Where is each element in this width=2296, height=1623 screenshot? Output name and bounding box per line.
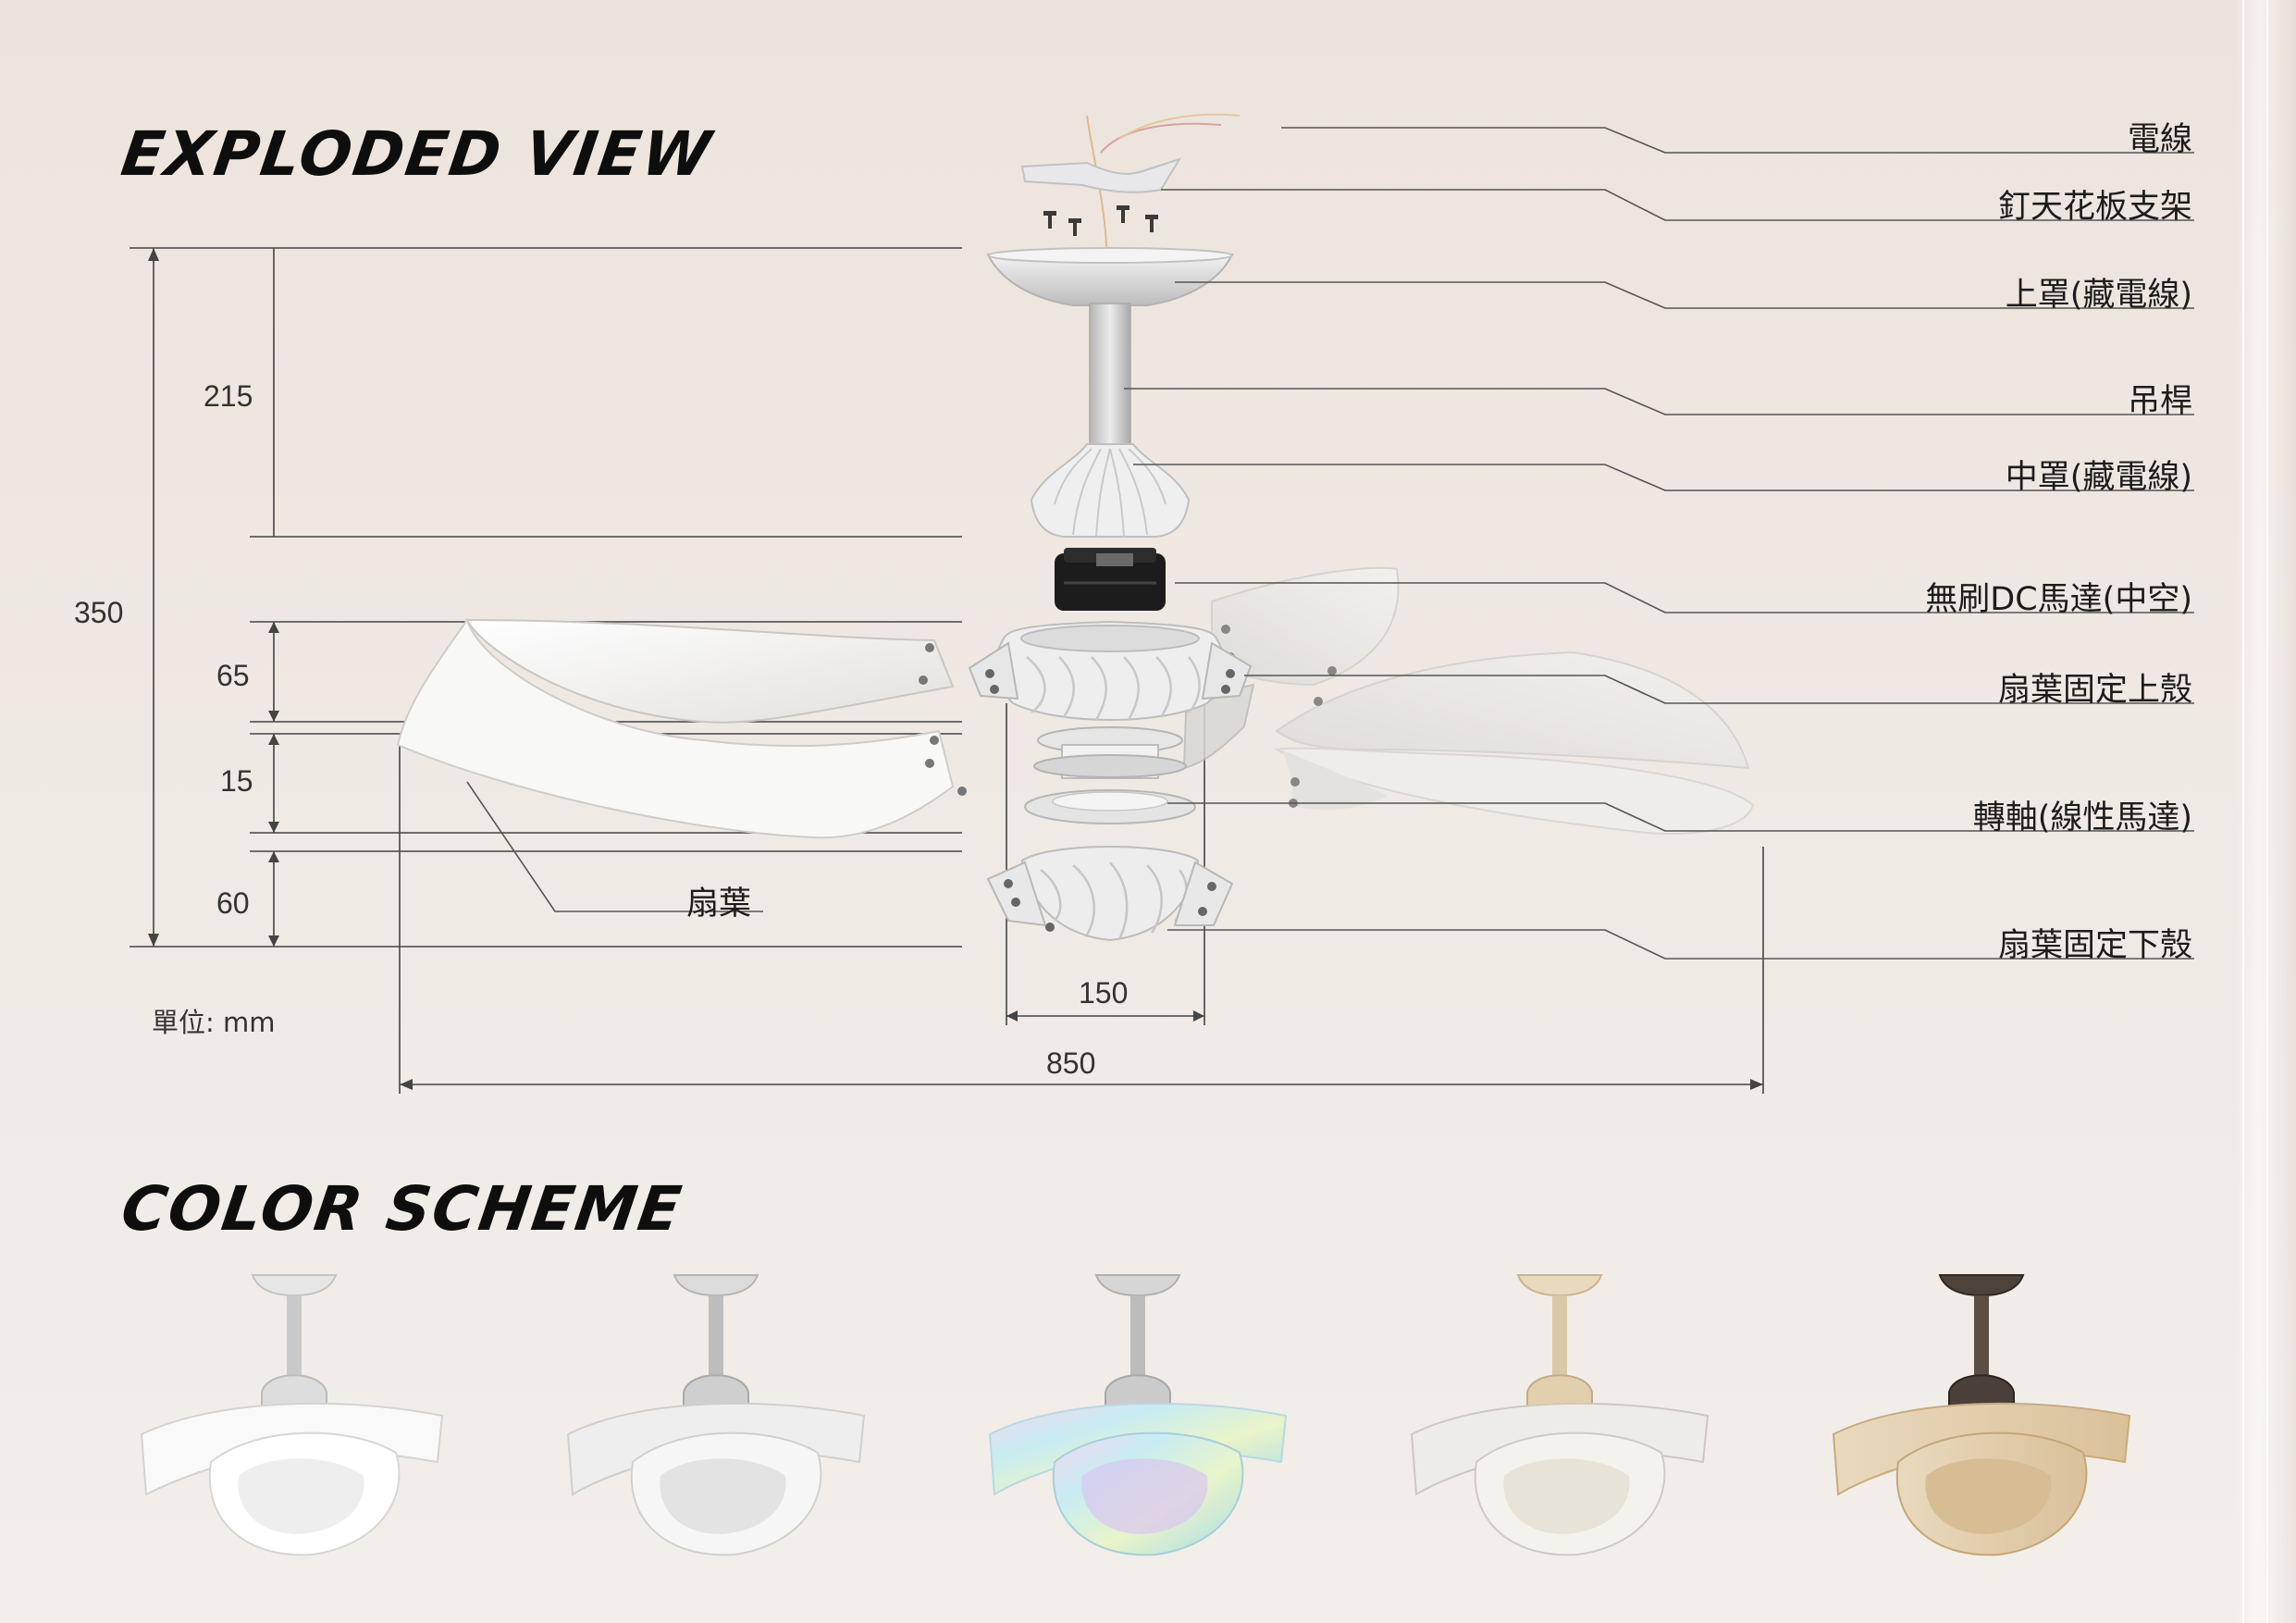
background-panel — [2235, 0, 2296, 1623]
part-label-middle-cover: 中罩(藏電線) — [2005, 459, 2192, 496]
part-label-dc-motor: 無刷DC馬達(中空) — [1925, 581, 2192, 618]
dim-lower-shell: 60 — [216, 886, 250, 920]
dim-span: 850 — [1046, 1047, 1096, 1080]
leader-lines — [466, 127, 2194, 960]
dim-shaft: 15 — [220, 764, 253, 798]
color-variant-2 — [566, 1274, 866, 1556]
right-blades — [1182, 566, 1755, 835]
dimension-arrows — [148, 248, 1763, 1090]
part-label-wire: 電線 — [2127, 121, 2192, 158]
part-label-upper-canopy: 上罩(藏電線) — [2005, 277, 2192, 314]
dim-upper-shell: 65 — [216, 659, 250, 692]
blade-label: 扇葉 — [686, 886, 752, 923]
left-blade — [396, 617, 967, 839]
color-variant-3 — [988, 1274, 1288, 1556]
color-variant-1 — [140, 1274, 444, 1556]
unit-label: 單位: mm — [152, 1007, 276, 1038]
part-label-ceiling-bracket: 釘天花板支架 — [1997, 189, 2192, 226]
dim-rod-section: 215 — [204, 379, 253, 413]
color-variant-4 — [1410, 1274, 1710, 1556]
part-label-shaft: 轉軸(線性馬達) — [1972, 799, 2192, 836]
dim-total-height: 350 — [74, 596, 124, 629]
color-variant-5 — [1832, 1274, 2131, 1556]
part-label-upper-hub: 扇葉固定上殼 — [1997, 672, 2192, 709]
dim-hub-width: 150 — [1079, 976, 1129, 1010]
part-label-downrod: 吊桿 — [2127, 383, 2192, 420]
part-label-lower-hub: 扇葉固定下殼 — [1997, 927, 2192, 964]
dimension-lines — [130, 247, 1764, 1094]
fan-center-stack — [968, 113, 1253, 942]
